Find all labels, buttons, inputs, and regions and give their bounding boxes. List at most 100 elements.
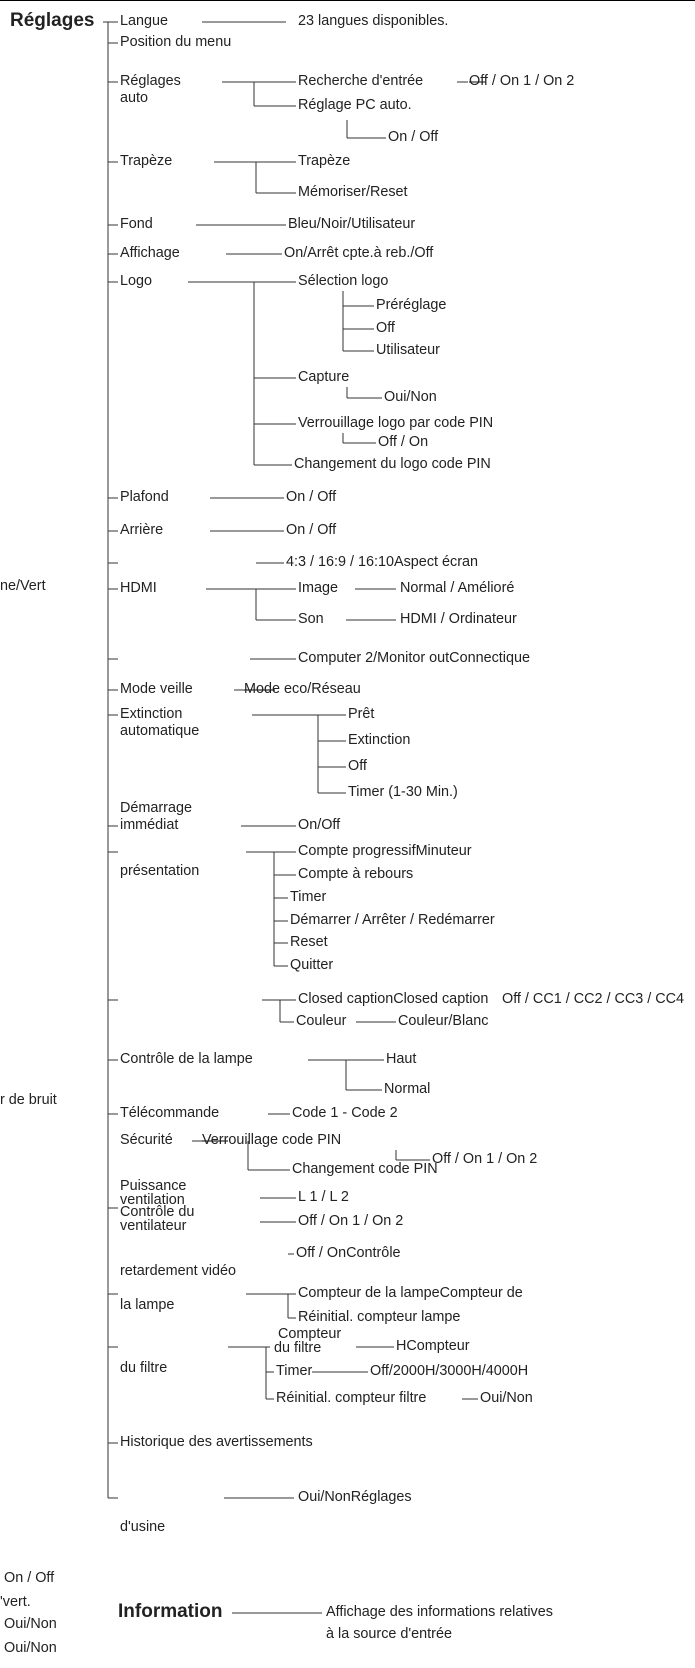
menu-item-hdmi: HDMI	[120, 580, 157, 596]
menu-item-extinction-auto-2: automatique	[120, 723, 200, 739]
option-affichage: On/Arrêt cpte.à reb./Off	[284, 245, 434, 261]
submenu-filtre-timer: Timer	[276, 1363, 313, 1379]
option-reinit-filtre: Oui/Non	[480, 1390, 533, 1406]
option-filtre-timer: Off/2000H/3000H/4000H	[370, 1363, 529, 1379]
option-couleur: Couleur/Blanc	[398, 1013, 489, 1029]
option-son: HDMI / Ordinateur	[400, 611, 517, 627]
submenu-compte-progressif: Compte progressifMinuteur	[298, 843, 472, 859]
menu-item-telecommande: Télécommande	[120, 1105, 220, 1121]
submenu-demarrer-arreter: Démarrer / Arrêter / Redémarrer	[290, 912, 495, 928]
option-normal: Normal	[384, 1081, 431, 1097]
submenu-reinit-filtre: Réinitial. compteur filtre	[276, 1390, 427, 1406]
menu-item-historique: Historique des avertissements	[120, 1434, 313, 1450]
option-reglage-pc-auto: On / Off	[388, 129, 439, 145]
left-cut-text: ne/Vert	[0, 578, 46, 594]
submenu-memoriser-reset: Mémoriser/Reset	[298, 184, 408, 200]
option-langue: 23 langues disponibles.	[298, 13, 449, 29]
left-cut-text: On / Off	[4, 1570, 55, 1586]
menu-item-securite: Sécurité	[120, 1132, 173, 1148]
submenu-verrou-pin: Verrouillage code PIN	[202, 1132, 342, 1148]
option-ext-off: Off	[348, 758, 367, 774]
menu-item-presentation: présentation	[120, 863, 200, 879]
option-verrou-logo: Off / On	[378, 434, 429, 450]
option-aspect: 4:3 / 16:9 / 16:10Aspect écran	[286, 554, 479, 570]
option-timer-1-30: Timer (1-30 Min.)	[348, 784, 458, 800]
menu-item-la-lampe: la lampe	[120, 1297, 175, 1313]
option-logo-off: Off	[376, 320, 395, 336]
info-text-line-1: Affichage des informations relatives	[326, 1604, 553, 1620]
option-arriere: On / Off	[286, 522, 337, 538]
menu-item-controle-ventilateur: Contrôle du	[120, 1204, 195, 1220]
left-cut-text: 'vert.	[0, 1594, 31, 1610]
menu-item-usine: d'usine	[120, 1519, 166, 1535]
left-cut-text: Oui/Non	[4, 1640, 57, 1656]
menu-item-demarrage: Démarrage	[120, 800, 192, 816]
option-prereglage: Préréglage	[376, 297, 447, 313]
submenu-quitter: Quitter	[290, 957, 334, 973]
submenu-selection-logo: Sélection logo	[298, 273, 389, 289]
submenu-pres-timer: Timer	[290, 889, 327, 905]
option-recherche-entree: Off / On 1 / On 2	[469, 73, 575, 89]
heading-reglages: Réglages	[10, 10, 95, 31]
submenu-closed-caption: Closed captionClosed caption	[298, 991, 489, 1007]
menu-item-logo: Logo	[120, 273, 153, 289]
menu-item-puissance: Puissance	[120, 1178, 187, 1194]
option-compteur-filtre: HCompteur	[396, 1338, 470, 1354]
submenu-image: Image	[298, 580, 338, 596]
top-border	[0, 0, 695, 1]
option-controle-ventilateur: Off / On 1 / On 2	[298, 1213, 404, 1229]
menu-item-affichage: Affichage	[120, 245, 180, 261]
menu-item-demarrage-2: immédiat	[120, 817, 179, 833]
option-reglages-usine: Oui/NonRéglages	[298, 1489, 412, 1505]
info-text-line-2: à la source d'entrée	[326, 1626, 452, 1642]
option-closed-caption: Off / CC1 / CC2 / CC3 / CC4	[502, 991, 685, 1007]
submenu-recherche-entree: Recherche d'entrée	[298, 73, 424, 89]
menu-item-extinction-auto: Extinction	[120, 706, 183, 722]
submenu-couleur: Couleur	[296, 1013, 347, 1029]
menu-item-reglages-auto-2: auto	[120, 90, 149, 106]
submenu-compteur-filtre-2: du filtre	[274, 1340, 322, 1356]
option-extinction: Extinction	[348, 732, 411, 748]
menu-item-plafond: Plafond	[120, 489, 169, 505]
option-image: Normal / Amélioré	[400, 580, 515, 596]
menu-item-controle-lampe: Contrôle de la lampe	[120, 1051, 253, 1067]
menu-item-arriere: Arrière	[120, 522, 164, 538]
option-demarrage: On/Off	[298, 817, 341, 833]
submenu-pres-reset: Reset	[290, 934, 328, 950]
option-utilisateur: Utilisateur	[376, 342, 440, 358]
submenu-capture: Capture	[298, 369, 350, 385]
option-verrou-pin: Off / On 1 / On 2	[432, 1151, 538, 1167]
menu-item-mode-veille: Mode veille	[120, 681, 193, 697]
submenu-trapeze: Trapèze	[298, 153, 351, 169]
option-controle: Off / OnContrôle	[296, 1245, 401, 1261]
menu-item-position-menu: Position du menu	[120, 34, 232, 50]
option-telecommande: Code 1 - Code 2	[292, 1105, 398, 1121]
menu-item-trapeze: Trapèze	[120, 153, 173, 169]
submenu-changement-pin: Changement code PIN	[292, 1161, 438, 1177]
left-cut-text: Oui/Non	[4, 1616, 57, 1632]
left-cut-text: r de bruit	[0, 1092, 57, 1108]
option-capture: Oui/Non	[384, 389, 437, 405]
menu-item-langue: Langue	[120, 13, 169, 29]
option-puissance: L 1 / L 2	[298, 1189, 349, 1205]
submenu-verrou-logo: Verrouillage logo par code PIN	[298, 415, 494, 431]
menu-item-fond: Fond	[120, 216, 153, 232]
submenu-changement-logo: Changement du logo code PIN	[294, 456, 491, 472]
submenu-son: Son	[298, 611, 324, 627]
option-mode-veille: Mode eco/Réseau	[244, 681, 361, 697]
submenu-compteur-filtre: Compteur	[278, 1326, 342, 1342]
heading-information: Information	[118, 1601, 223, 1622]
submenu-reglage-pc-auto: Réglage PC auto.	[298, 97, 412, 113]
option-plafond: On / Off	[286, 489, 337, 505]
menu-item-puissance-2: ventilation	[120, 1192, 185, 1208]
option-connectique: Computer 2/Monitor outConnectique	[298, 650, 530, 666]
menu-item-du-filtre: du filtre	[120, 1360, 168, 1376]
option-pret: Prêt	[348, 706, 375, 722]
option-haut: Haut	[386, 1051, 417, 1067]
menu-item-controle-ventilateur-2: ventilateur	[120, 1218, 187, 1234]
menu-item-reglages-auto: Réglages	[120, 73, 181, 89]
submenu-reinit-lampe: Réinitial. compteur lampe	[298, 1309, 461, 1325]
option-fond: Bleu/Noir/Utilisateur	[288, 216, 416, 232]
submenu-compteur-lampe: Compteur de la lampeCompteur de	[298, 1285, 523, 1301]
